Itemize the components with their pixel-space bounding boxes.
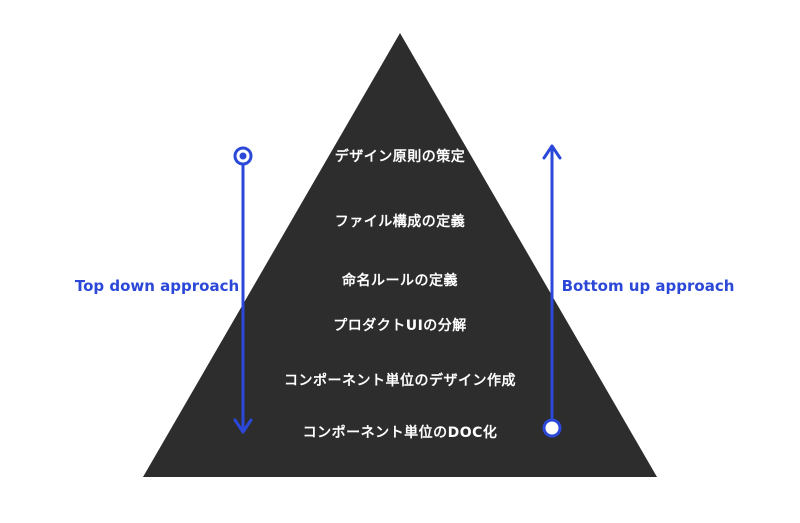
down-arrowhead-icon <box>233 418 253 434</box>
bottom-up-approach-label: Bottom up approach <box>561 277 735 295</box>
top-down-approach-label: Top down approach <box>74 277 240 295</box>
pyramid-level-label: デザイン原則の策定 <box>334 149 466 165</box>
pyramid-level-label: コンポーネント単位のデザイン作成 <box>284 373 516 389</box>
pyramid-level-label: ファイル構成の定義 <box>334 214 466 230</box>
top-down-arrow-icon <box>233 146 253 434</box>
bottom-up-arrow-icon <box>542 144 562 438</box>
pyramid-level-label: コンポーネント単位のDOC化 <box>302 425 498 441</box>
top-down-start-dot-icon <box>239 152 247 160</box>
up-arrowhead-icon <box>542 144 562 160</box>
pyramid-level-label: プロダクトUIの分解 <box>333 318 467 334</box>
pyramid-shape <box>143 33 657 477</box>
pyramid-level-label: 命名ルールの定義 <box>342 273 458 289</box>
bottom-up-start-circle-icon <box>542 418 562 438</box>
